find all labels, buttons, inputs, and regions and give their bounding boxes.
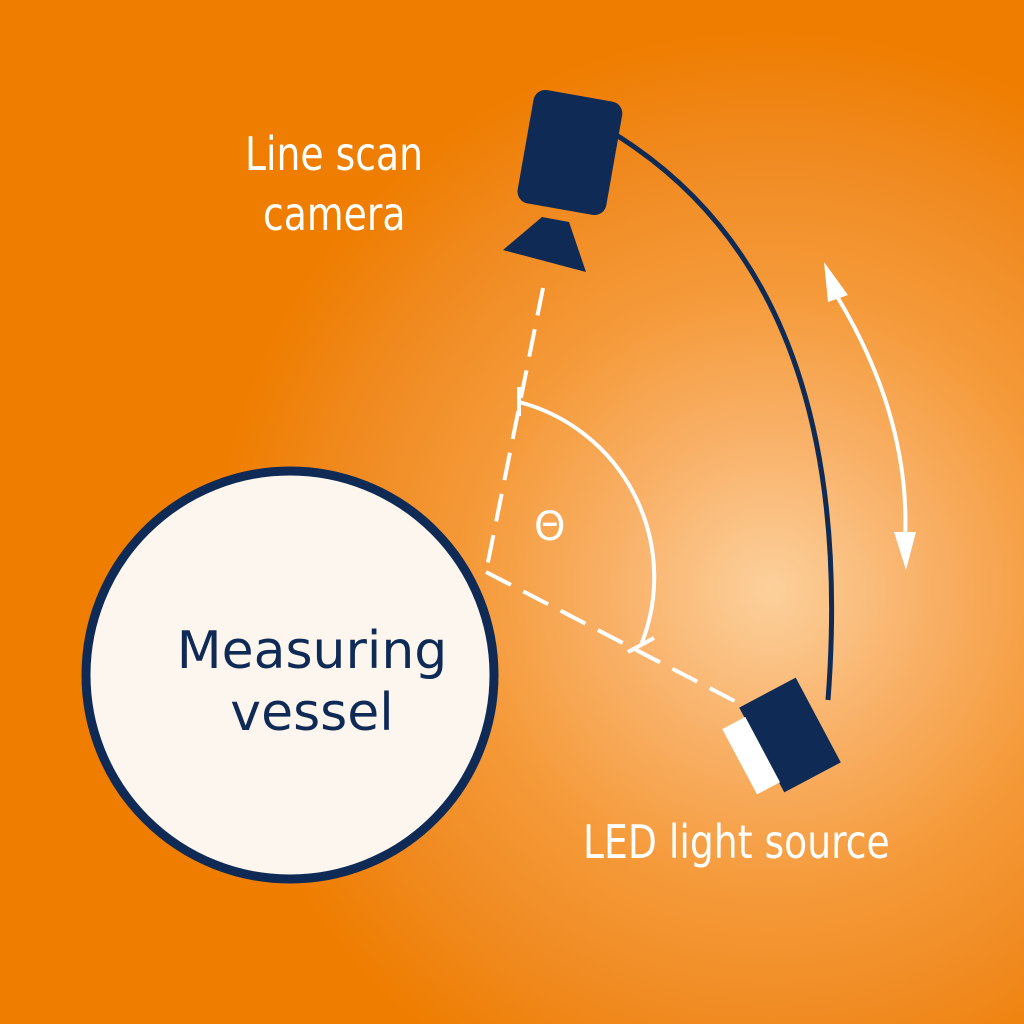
line-scan-camera-icon (503, 89, 623, 272)
light-source-label: LED light source (583, 815, 890, 869)
led-light-source-icon (722, 677, 841, 795)
angle-tick-bottom (627, 636, 655, 654)
vessel-label-line2: vessel (230, 683, 394, 743)
camera-dashed-line (484, 287, 545, 573)
movement-arc (606, 127, 835, 701)
camera-label: Line scan camera (245, 124, 423, 244)
vessel-label: Measuring vessel (171, 620, 453, 744)
measuring-vessel (81, 466, 499, 884)
light-dashed-line (485, 570, 749, 710)
angle-label: Θ (534, 504, 566, 550)
angle-arc (518, 400, 657, 646)
camera-label-line1: Line scan (245, 127, 424, 181)
double-arrow-icon (824, 262, 916, 570)
vessel-label-line1: Measuring (176, 621, 448, 681)
camera-label-line2: camera (263, 187, 406, 241)
